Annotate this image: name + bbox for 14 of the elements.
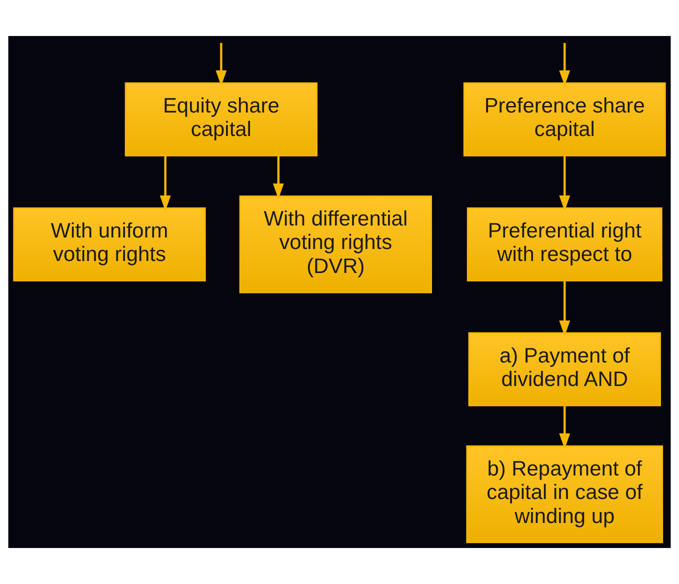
arrow [559,156,570,212]
arrow [559,281,570,336]
arrow [160,156,171,212]
arrow [272,156,284,200]
node-box: Preference share capital [463,82,666,156]
arrow [559,42,570,86]
node-box: a) Payment of dividend AND [468,332,661,406]
node-box: With uniform voting rights [13,207,206,282]
node-box: With differential voting rights (DVR) [239,195,432,294]
node-box: Preferential right with respect to [466,207,662,282]
node-box: Equity share capital [124,82,318,156]
arrow [216,42,227,86]
node-box: b) Repayment of capital in case of winding up [466,445,664,544]
arrow [559,406,570,450]
